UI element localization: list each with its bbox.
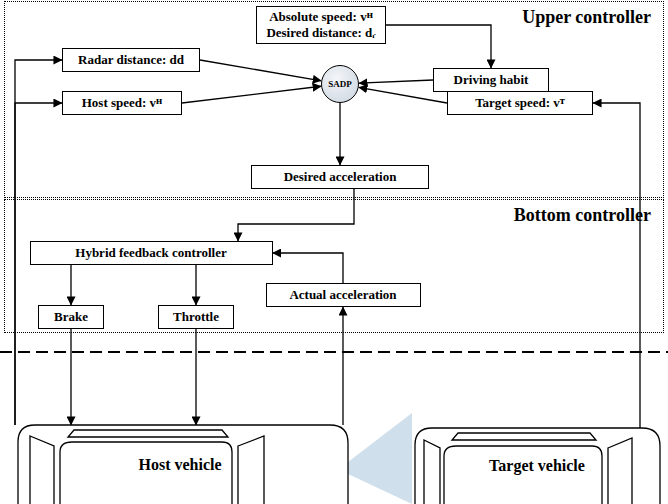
box-label: Desired acceleration [260, 169, 420, 185]
box-label: Host vehicle [138, 456, 221, 474]
controller-box: Hybrid feedback controller [30, 241, 273, 265]
signal-arrow [70, 329, 71, 425]
box-label: Brake [47, 309, 95, 325]
signal-arrow [359, 80, 433, 83]
controller-region: Upper controllerAbsolute speed: vᴴDesire… [5, 2, 663, 197]
box-label: Target vehicle [489, 457, 585, 475]
box-label: Absolute speed: vᴴ [265, 9, 377, 25]
input-box: Absolute speed: vᴴDesired distance: dᵣ [256, 6, 386, 44]
box-label: Target speed: vᵀ [456, 95, 584, 111]
signal-arrow [195, 329, 196, 425]
vehicle: Target vehicle [412, 428, 662, 504]
box-label: Driving habit [442, 72, 540, 88]
input-box: Radar distance: dd [62, 48, 200, 72]
box-label: SADP [328, 79, 352, 89]
controller-region: Bottom controllerHybrid feedback control… [5, 200, 663, 332]
signal-arrow [386, 25, 491, 68]
vehicle: Host vehicle [12, 425, 348, 504]
signal-box: Actual acceleration [266, 283, 421, 307]
signal-arrow [238, 189, 354, 241]
signal-arrow [70, 265, 71, 305]
actuator-box: Throttle [158, 305, 234, 329]
box-label: Throttle [167, 309, 225, 325]
target-car-outline [415, 428, 660, 504]
signal-arrow [195, 265, 196, 305]
signal-arrow [182, 86, 321, 103]
region-label: Bottom controller [514, 205, 651, 226]
box-label: Desired distance: dᵣ [265, 25, 377, 41]
box-label: Radar distance: dd [71, 52, 191, 68]
signal-arrow [593, 103, 640, 428]
host-car-outline [18, 425, 348, 504]
box-label: Hybrid feedback controller [39, 245, 264, 261]
signal-arrow [342, 307, 343, 425]
input-box: Host speed: vᴴ [62, 91, 182, 115]
input-box: Target speed: vᵀ [447, 91, 593, 115]
dashed-divider [0, 351, 668, 353]
process-box: Driving habit [433, 68, 549, 92]
output-box: Desired acceleration [251, 165, 429, 189]
actuator-box: Brake [38, 305, 104, 329]
radar-beam [348, 413, 412, 504]
sadp-circle: SADP [321, 65, 359, 103]
box-label: Actual acceleration [275, 287, 412, 303]
box-label: Host speed: vᴴ [71, 95, 173, 111]
signal-arrow [273, 253, 344, 283]
region-label: Upper controller [522, 7, 651, 28]
signal-arrow [200, 60, 321, 81]
signal-arrow [339, 103, 340, 165]
